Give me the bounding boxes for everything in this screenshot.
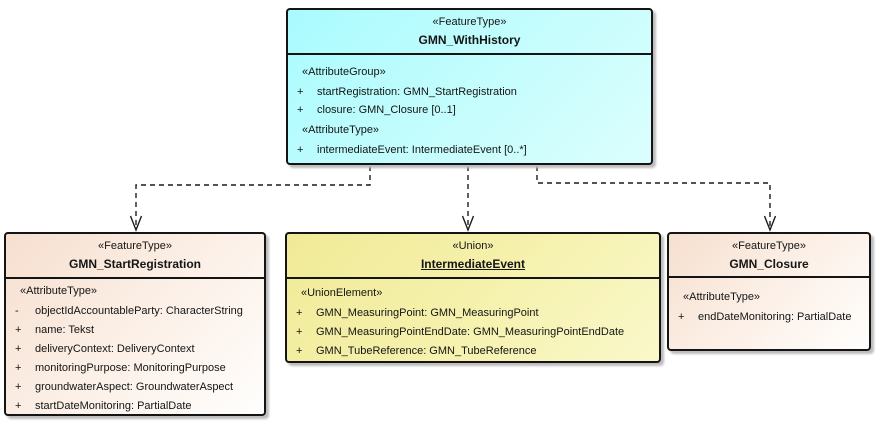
stereotype-label: «FeatureType»	[98, 240, 172, 252]
attribute-row: + startDateMonitoring: PartialDate	[6, 397, 264, 414]
stereotype-label: «FeatureType»	[732, 240, 806, 252]
class-box-gmn-closure[interactable]: «FeatureType» GMN_Closure «AttributeType…	[667, 232, 871, 351]
attribute-text: intermediateEvent: IntermediateEvent [0.…	[317, 144, 527, 156]
visibility-marker: +	[296, 307, 303, 319]
class-header: «FeatureType» GMN_Closure	[669, 234, 869, 278]
class-box-intermediateevent[interactable]: «Union» IntermediateEvent «UnionElement»…	[285, 232, 661, 363]
open-arrowhead-icon	[763, 215, 777, 232]
visibility-marker: +	[297, 144, 304, 156]
attribute-text: GMN_MeasuringPointEndDate: GMN_Measuring…	[316, 326, 625, 338]
attribute-text: startDateMonitoring: PartialDate	[35, 400, 192, 412]
visibility-marker: +	[678, 311, 685, 323]
stereotype-label: «Union»	[452, 240, 494, 252]
visibility-marker: +	[297, 104, 304, 116]
section-stereotype: «UnionElement»	[301, 287, 383, 299]
attribute-compartment: «AttributeType» + endDateMonitoring: Par…	[669, 278, 869, 327]
attribute-row: + endDateMonitoring: PartialDate	[669, 307, 869, 327]
visibility-marker: +	[15, 343, 22, 355]
visibility-marker: +	[15, 324, 22, 336]
visibility-marker: +	[15, 400, 22, 412]
attribute-row: + monitoringPurpose: MonitoringPurpose	[6, 359, 264, 378]
attribute-text: objectIdAccountableParty: CharacterStrin…	[35, 305, 243, 317]
attribute-row: + GMN_TubeReference: GMN_TubeReference	[287, 342, 659, 361]
attribute-row: + intermediateEvent: IntermediateEvent […	[288, 141, 651, 159]
visibility-marker: +	[15, 362, 22, 374]
stereotype-label: «FeatureType»	[432, 16, 507, 28]
open-arrowhead-icon	[129, 215, 143, 232]
attribute-text: endDateMonitoring: PartialDate	[698, 311, 852, 323]
attribute-row: + deliveryContext: DeliveryContext	[6, 340, 264, 359]
attribute-row: + GMN_MeasuringPointEndDate: GMN_Measuri…	[287, 323, 659, 342]
class-box-gmn-startregistration[interactable]: «FeatureType» GMN_StartRegistration «Att…	[4, 232, 266, 416]
attribute-text: deliveryContext: DeliveryContext	[35, 343, 195, 355]
attribute-row: + name: Tekst	[6, 321, 264, 340]
section-stereotype: «AttributeType»	[20, 285, 98, 297]
dependency-connector-intermediateevent[interactable]	[461, 166, 475, 232]
visibility-marker: +	[296, 326, 303, 338]
attribute-text: groundwaterAspect: GroundwaterAspect	[35, 381, 234, 393]
class-box-gmn-withhistory[interactable]: «FeatureType» GMN_WithHistory «Attribute…	[286, 8, 653, 165]
attribute-text: name: Tekst	[35, 324, 95, 336]
attribute-compartment: «AttributeGroup» + startRegistration: GM…	[288, 55, 651, 159]
attribute-text: monitoringPurpose: MonitoringPurpose	[35, 362, 226, 374]
class-name: GMN_WithHistory	[418, 33, 521, 47]
attribute-compartment: «AttributeType» - objectIdAccountablePar…	[6, 279, 264, 414]
class-name: GMN_StartRegistration	[68, 257, 202, 271]
section-stereotype: «AttributeType»	[302, 124, 380, 136]
attribute-text: GMN_MeasuringPoint: GMN_MeasuringPoint	[316, 307, 539, 319]
visibility-marker: +	[297, 86, 304, 98]
dependency-connector-startregistration[interactable]	[129, 166, 371, 232]
attribute-row: + startRegistration: GMN_StartRegistrati…	[288, 83, 651, 101]
attribute-compartment: «UnionElement» + GMN_MeasuringPoint: GMN…	[287, 279, 659, 361]
attribute-row: - objectIdAccountableParty: CharacterStr…	[6, 302, 264, 321]
attribute-row: + closure: GMN_Closure [0..1]	[288, 101, 651, 119]
attribute-text: startRegistration: GMN_StartRegistration	[317, 86, 517, 98]
visibility-marker: -	[15, 305, 19, 317]
dependency-connector-closure[interactable]	[536, 166, 777, 232]
class-header: «FeatureType» GMN_StartRegistration	[6, 234, 264, 279]
attribute-text: GMN_TubeReference: GMN_TubeReference	[316, 345, 537, 357]
class-header: «Union» IntermediateEvent	[287, 234, 659, 279]
section-stereotype: «AttributeType»	[683, 291, 761, 303]
visibility-marker: +	[296, 345, 303, 357]
class-name: GMN_Closure	[729, 257, 809, 271]
section-stereotype: «AttributeGroup»	[302, 66, 386, 78]
class-name: IntermediateEvent	[420, 257, 526, 271]
open-arrowhead-icon	[461, 215, 475, 232]
visibility-marker: +	[15, 381, 22, 393]
class-header: «FeatureType» GMN_WithHistory	[288, 10, 651, 55]
attribute-row: + groundwaterAspect: GroundwaterAspect	[6, 378, 264, 397]
attribute-text: closure: GMN_Closure [0..1]	[317, 104, 456, 116]
attribute-row: + GMN_MeasuringPoint: GMN_MeasuringPoint	[287, 304, 659, 323]
